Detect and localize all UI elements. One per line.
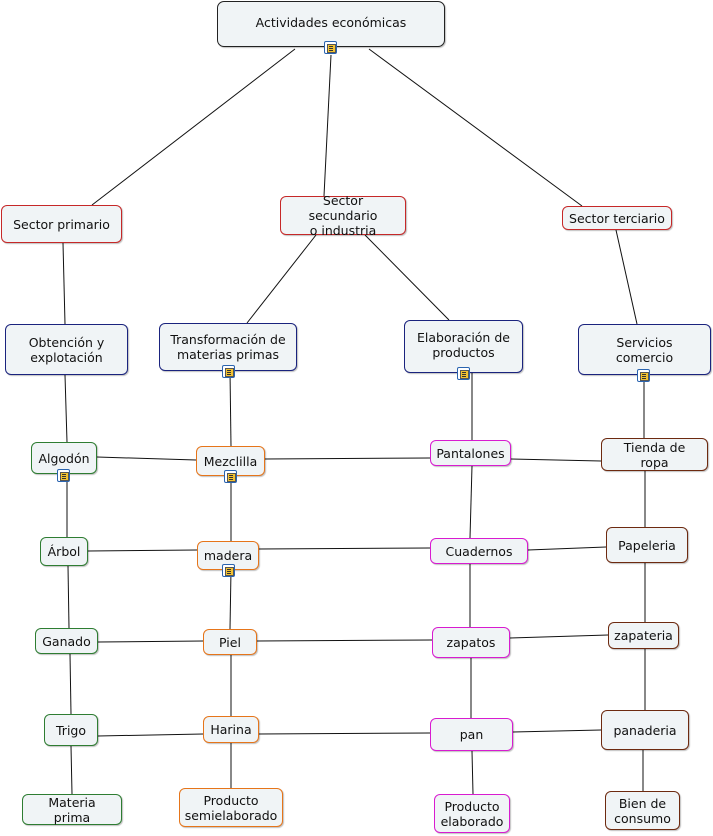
connector-line (64, 374, 68, 443)
node-label: zapateria (614, 628, 673, 643)
node-label: Elaboración de productos (417, 330, 510, 360)
node-tienda-de-ropa[interactable]: Tienda de ropa (601, 438, 708, 471)
connector-line (264, 457, 431, 460)
connector-line (364, 234, 450, 321)
connector-line (256, 639, 433, 642)
node-arbol[interactable]: Árbol (40, 537, 88, 566)
node-label: Papeleria (618, 537, 676, 553)
connector-line (97, 733, 204, 737)
node-producto-elaborado[interactable]: Producto elaborado (434, 794, 510, 833)
note-icon[interactable] (637, 369, 650, 382)
connector-line (87, 549, 198, 552)
node-elaboracion-productos[interactable]: Elaboración de productos (404, 320, 523, 373)
node-servicios-comercio[interactable]: Servicios comercio (578, 324, 711, 375)
connector-line (229, 569, 232, 630)
node-actividades-economicas[interactable]: Actividades económicas (217, 1, 445, 47)
node-label: Cuadernos (445, 543, 513, 559)
node-label: Actividades económicas (255, 15, 407, 30)
connector-line (323, 54, 332, 197)
connector-line (258, 732, 431, 735)
connector-line (510, 458, 602, 462)
node-cuadernos[interactable]: Cuadernos (430, 538, 528, 564)
connector-line (96, 456, 197, 461)
node-harina[interactable]: Harina (203, 716, 259, 743)
node-label: Sector secundario o industria (308, 193, 378, 238)
node-sector-primario[interactable]: Sector primario (1, 205, 122, 243)
connector-line (69, 653, 72, 715)
node-label: Transformación de materias primas (170, 332, 286, 362)
connector-line (509, 634, 609, 639)
node-piel[interactable]: Piel (203, 629, 257, 655)
node-panaderia[interactable]: panaderia (601, 710, 689, 750)
node-transformacion-materias[interactable]: Transformación de materias primas (159, 323, 297, 371)
connector-line (512, 729, 602, 733)
connector-line (615, 229, 638, 325)
node-label: Piel (219, 634, 241, 650)
node-pantalones[interactable]: Pantalones (430, 440, 511, 466)
node-materia-prima[interactable]: Materia prima (22, 794, 122, 825)
node-label: Ganado (42, 633, 91, 649)
connector-line (70, 745, 73, 795)
connector-line (62, 242, 66, 325)
connector-line (258, 547, 431, 550)
node-label: panaderia (613, 722, 677, 738)
node-label: Producto elaborado (440, 798, 504, 829)
connector-line (471, 750, 474, 795)
node-sector-terciario[interactable]: Sector terciario (562, 206, 672, 230)
node-label: Trigo (56, 722, 86, 738)
node-label: Mezclilla (203, 453, 258, 469)
connector-line (368, 48, 583, 207)
node-trigo[interactable]: Trigo (44, 714, 98, 746)
node-label: Tienda de ropa (623, 439, 686, 470)
connector-line (91, 48, 296, 206)
node-label: Algodón (38, 450, 90, 466)
node-label: Sector primario (13, 216, 110, 232)
node-label: Árbol (47, 544, 81, 559)
node-label: Sector terciario (569, 210, 665, 226)
node-label: Harina (210, 722, 252, 737)
node-ganado[interactable]: Ganado (35, 628, 98, 654)
connector-line (229, 370, 232, 447)
note-icon[interactable] (457, 367, 470, 380)
node-label: zapatos (446, 635, 496, 650)
note-icon[interactable] (324, 41, 337, 54)
node-zapateria[interactable]: zapateria (608, 622, 679, 649)
note-icon[interactable] (224, 470, 237, 483)
node-label: Bien de consumo (614, 795, 671, 826)
node-pan[interactable]: pan (430, 718, 513, 751)
node-label: Servicios comercio (615, 334, 674, 365)
node-label: Producto semielaborado (184, 792, 278, 823)
note-icon[interactable] (222, 564, 235, 577)
connector-line (97, 640, 204, 643)
node-producto-semielaborado[interactable]: Producto semielaborado (179, 788, 283, 827)
node-bien-de-consumo[interactable]: Bien de consumo (605, 791, 680, 830)
connector-line (469, 465, 473, 539)
node-label: Materia prima (48, 794, 96, 825)
note-icon[interactable] (222, 365, 235, 378)
node-papeleria[interactable]: Papeleria (606, 527, 688, 563)
node-label: madera (203, 548, 253, 563)
note-icon[interactable] (57, 469, 70, 482)
node-label: Obtención y explotación (28, 334, 105, 365)
node-zapatos[interactable]: zapatos (432, 627, 510, 658)
connector-line (67, 565, 70, 629)
node-sector-secundario[interactable]: Sector secundario o industria (280, 193, 406, 238)
node-label: Pantalones (436, 445, 505, 461)
connector-line (246, 234, 317, 324)
node-obtencion-explotacion[interactable]: Obtención y explotación (5, 324, 128, 375)
connector-line (527, 546, 607, 551)
node-label: pan (459, 727, 484, 742)
